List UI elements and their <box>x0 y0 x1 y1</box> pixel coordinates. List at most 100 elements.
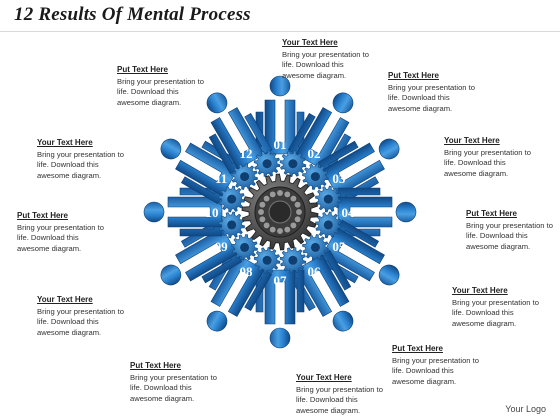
small-gear-hub <box>323 220 333 230</box>
center-gear-bolt <box>263 195 270 203</box>
figure-head <box>143 201 165 223</box>
label-heading: Put Text Here <box>392 344 443 353</box>
figure-head <box>332 92 354 114</box>
figure-body <box>167 196 223 228</box>
small-gear-hub <box>288 159 298 169</box>
small-gear-hub <box>310 172 320 182</box>
label-body: Bring your presentation to life. Downloa… <box>17 222 104 253</box>
figure-head <box>269 327 291 349</box>
small-gear-hub <box>227 220 237 230</box>
title-divider <box>0 31 560 32</box>
figure-number-05: 05 <box>332 239 346 254</box>
figure-body <box>295 254 350 317</box>
figure-body <box>175 142 238 197</box>
person-figure-12 <box>206 92 273 175</box>
center-gear-bolt <box>269 226 277 234</box>
label-body: Bring your presentation to life. Downloa… <box>37 149 124 180</box>
figure-number-04: 04 <box>342 205 356 220</box>
center-gear-bolt <box>289 221 297 229</box>
figure-number-01: 01 <box>274 137 287 152</box>
center-gear-bolt <box>295 208 303 216</box>
figure-body <box>264 99 296 155</box>
figure-head <box>160 138 182 160</box>
figure-head <box>206 92 228 114</box>
figure-head <box>378 138 400 160</box>
figure-head <box>206 310 228 332</box>
label-heading: Your Text Here <box>37 295 93 304</box>
figure-head <box>395 201 417 223</box>
center-gear-bolt <box>276 189 284 197</box>
figure-head <box>269 75 291 97</box>
label-heading: Your Text Here <box>296 373 352 382</box>
center-gear-bolt <box>258 201 266 209</box>
figure-number-06: 06 <box>308 264 322 279</box>
center-gear-hub <box>268 200 292 224</box>
page-title: 12 Results Of Mental Process <box>14 4 251 25</box>
label-body: Bring your presentation to life. Downloa… <box>444 147 531 178</box>
figure-body <box>210 254 265 317</box>
center-gear-bolt <box>263 221 270 229</box>
small-gear-hub <box>240 172 250 182</box>
center-gear-bolt <box>257 208 265 216</box>
center-gear-bolt <box>283 190 291 198</box>
label-body: Bring your presentation to life. Downloa… <box>37 306 124 337</box>
center-gear-bolt <box>294 215 301 223</box>
label-body: Bring your presentation to life. Downloa… <box>466 220 553 251</box>
figure-number-03: 03 <box>332 171 346 186</box>
label-body: Bring your presentation to life. Downloa… <box>388 82 475 113</box>
small-gear-hub <box>262 159 272 169</box>
figure-body <box>264 269 296 325</box>
figure-number-07: 07 <box>274 273 288 288</box>
label-body: Bring your presentation to life. Downloa… <box>296 384 383 415</box>
center-gear-bolt <box>289 195 297 203</box>
center-gear-bolt <box>269 190 277 198</box>
label-body: Bring your presentation to life. Downloa… <box>117 76 204 107</box>
figure-body <box>295 107 350 170</box>
figure-number-09: 09 <box>215 239 229 254</box>
label-heading: Put Text Here <box>466 209 517 218</box>
label-body: Bring your presentation to life. Downloa… <box>392 355 479 386</box>
small-gear-hub <box>288 255 298 265</box>
figure-body <box>322 142 385 197</box>
figure-body <box>210 107 265 170</box>
label-heading: Put Text Here <box>17 211 68 220</box>
label-heading: Your Text Here <box>444 136 500 145</box>
center-gear-bolt <box>283 226 291 234</box>
figure-number-10: 10 <box>206 205 219 220</box>
label-body: Bring your presentation to life. Downloa… <box>130 372 217 403</box>
small-gear-hub <box>310 242 320 252</box>
small-gear-hub <box>323 194 333 204</box>
figure-number-08: 08 <box>240 264 254 279</box>
label-body: Bring your presentation to life. Downloa… <box>282 49 369 80</box>
label-heading: Your Text Here <box>37 138 93 147</box>
small-gear-hub <box>262 255 272 265</box>
figure-number-02: 02 <box>308 146 321 161</box>
figure-arms <box>208 112 273 175</box>
figure-body <box>322 227 385 282</box>
label-heading: Put Text Here <box>130 361 181 370</box>
small-gear-hub <box>240 242 250 252</box>
figure-head <box>332 310 354 332</box>
figure-head <box>160 264 182 286</box>
person-figure-10 <box>143 187 223 237</box>
figure-body <box>175 227 238 282</box>
center-gear-bolt <box>258 215 266 223</box>
center-gear-bolt <box>276 227 284 235</box>
figure-body <box>337 196 393 228</box>
label-heading: Your Text Here <box>282 38 338 47</box>
label-heading: Your Text Here <box>452 286 508 295</box>
center-gear-bolt <box>294 201 301 209</box>
small-gear-hub <box>227 194 237 204</box>
figure-number-12: 12 <box>240 146 253 161</box>
